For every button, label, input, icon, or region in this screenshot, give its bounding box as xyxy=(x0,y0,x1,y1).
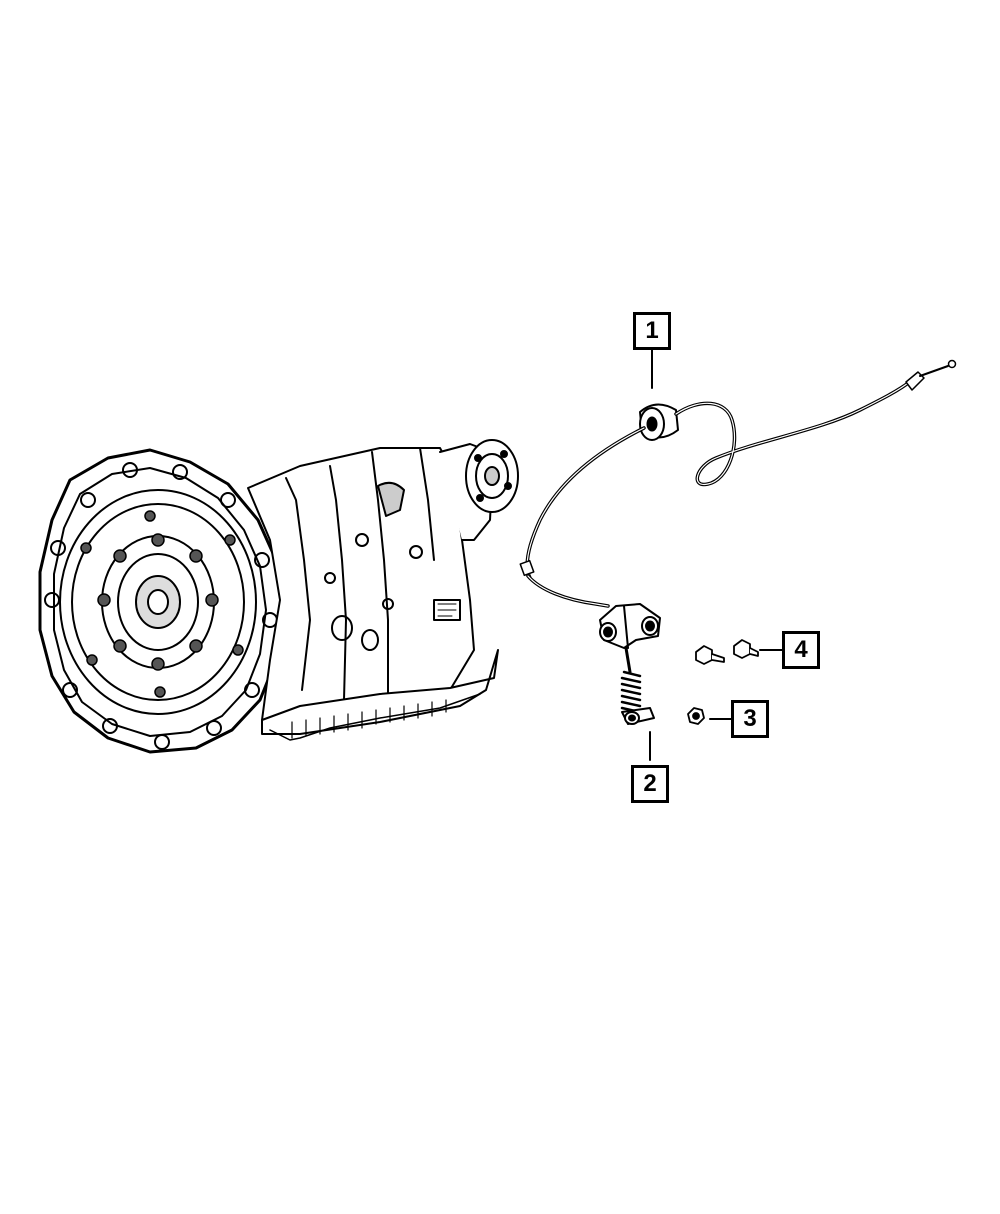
nut-part xyxy=(687,707,705,725)
bolt-right xyxy=(733,639,759,659)
torque-converter xyxy=(59,489,257,715)
shift-cable xyxy=(519,359,957,608)
cable-end-bracket xyxy=(599,603,661,725)
spring-boot xyxy=(620,670,642,714)
callout-4: 4 xyxy=(782,631,820,669)
transmission-case xyxy=(247,439,519,721)
callout-3: 3 xyxy=(731,700,769,738)
bolt-left xyxy=(695,645,725,665)
oil-pan xyxy=(261,649,499,741)
callout-1: 1 xyxy=(633,312,671,350)
leader-lines xyxy=(649,349,783,761)
bolt-pair xyxy=(695,639,759,665)
transmission-assembly xyxy=(38,439,519,754)
callout-2: 2 xyxy=(631,765,669,803)
